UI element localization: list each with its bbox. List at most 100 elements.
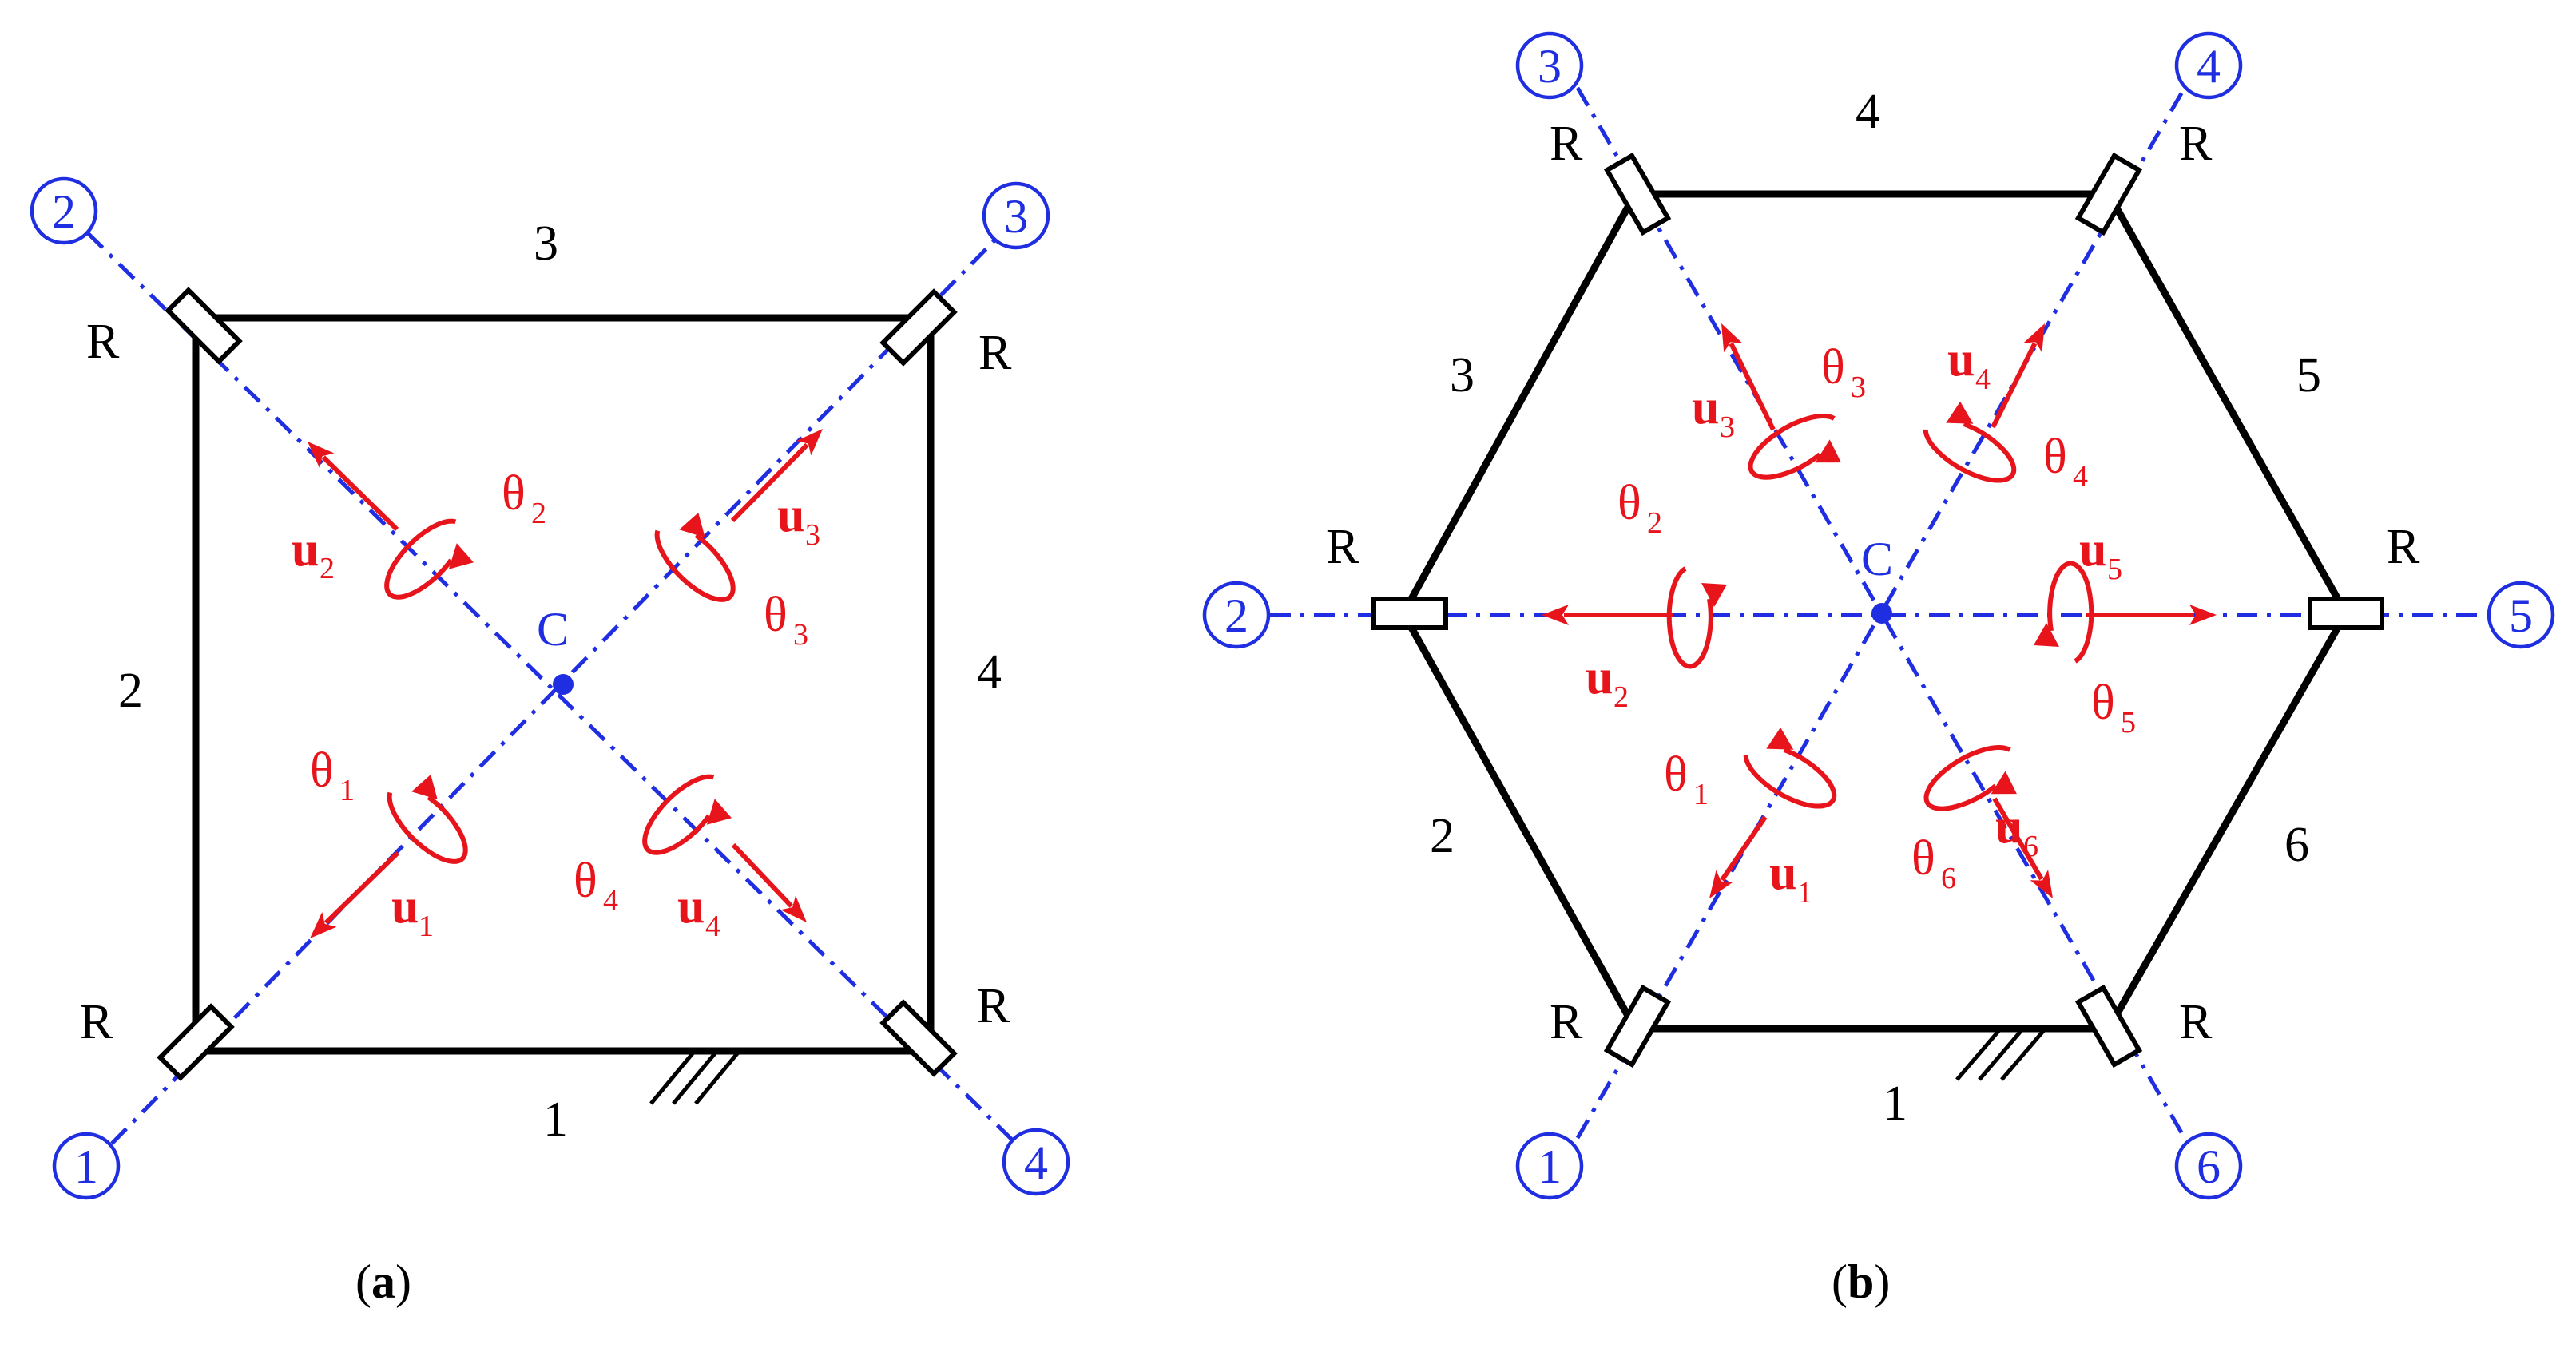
svg-text:u: u [777, 488, 804, 542]
theta-rotation-1 [387, 775, 468, 864]
theta-rotation-3 [1748, 413, 1841, 480]
svg-text:5: 5 [2107, 553, 2122, 586]
edge-label-1: 1 [1883, 1076, 1907, 1131]
center-label: C [1861, 533, 1893, 585]
theta-rotation-4 [642, 774, 732, 855]
svg-text:3: 3 [1851, 371, 1866, 404]
svg-text:4: 4 [603, 884, 618, 918]
svg-text:u: u [677, 879, 705, 934]
joint-label-r: R [1550, 117, 1583, 171]
edge-label-6: 6 [2284, 818, 2309, 872]
svg-text:3: 3 [805, 518, 820, 552]
u-label-1: u 1 [391, 879, 434, 943]
theta-label-6: θ 6 [1911, 831, 1956, 895]
svg-text:u: u [2079, 522, 2106, 577]
slider-joint-1 [1603, 984, 1672, 1068]
u-label-2: u 2 [1586, 650, 1629, 714]
svg-text:1: 1 [1538, 1140, 1562, 1193]
theta-label-3: θ 3 [764, 588, 808, 652]
svg-text:u: u [1586, 650, 1613, 704]
theta-label-4: θ 4 [2043, 430, 2088, 494]
theta-label-1: θ 1 [1664, 747, 1709, 811]
theta-rotation-2 [384, 518, 474, 600]
u-vector-6 [1992, 797, 2053, 898]
slider-joint-3 [879, 288, 958, 367]
ground-symbol [649, 1051, 740, 1105]
svg-text:u: u [1995, 799, 2022, 854]
edge-label-4: 4 [977, 645, 1002, 700]
square-frame [192, 314, 935, 1055]
figure-b-sliders [1371, 152, 2384, 1068]
svg-text:5: 5 [2509, 589, 2533, 642]
svg-text:θ: θ [1664, 747, 1688, 802]
svg-text:3: 3 [1004, 190, 1028, 243]
joint-label-r: R [2179, 995, 2213, 1049]
svg-text:1: 1 [1797, 876, 1812, 910]
u-vector-2 [308, 442, 399, 532]
u-label-2: u 2 [292, 522, 335, 585]
svg-text:2: 2 [320, 552, 335, 585]
svg-text:1: 1 [419, 910, 434, 943]
svg-text:θ: θ [1911, 831, 1935, 886]
slider-joint-2 [1371, 597, 1448, 630]
theta-label-1: θ 1 [310, 743, 355, 807]
svg-text:θ: θ [2043, 430, 2067, 484]
svg-text:u: u [292, 522, 319, 577]
theta-rotation-2 [1666, 566, 1727, 669]
svg-text:2: 2 [52, 185, 76, 238]
svg-text:θ: θ [502, 466, 526, 521]
axis-line-1-4 [1575, 86, 2187, 1140]
svg-text:6: 6 [1941, 862, 1956, 895]
figure-b-vectors [1542, 323, 2217, 898]
axis-line-3-6 [1575, 86, 2187, 1140]
svg-text:2: 2 [1613, 680, 1629, 714]
u-vector-2 [1542, 605, 1673, 625]
slider-joint-4 [879, 999, 958, 1077]
joint-label-r: R [86, 315, 120, 369]
u-label-4: u 4 [677, 879, 720, 943]
svg-text:4: 4 [1024, 1136, 1048, 1189]
slider-joint-5 [2308, 597, 2384, 630]
figure-b-axes [1270, 86, 2488, 1140]
theta-label-2: θ 2 [1617, 476, 1662, 540]
figure-a: C 1 2 3 4 R R R R 1 2 3 4 u 1 [30, 176, 1070, 1308]
slider-joint-3 [1603, 152, 1672, 236]
svg-text:2: 2 [1224, 589, 1248, 642]
u-vector-5 [2086, 605, 2217, 625]
theta-rotation-4 [1923, 401, 2017, 483]
slider-joint-1 [157, 1003, 235, 1081]
svg-text:θ: θ [1617, 476, 1641, 530]
svg-text:u: u [1947, 332, 1975, 387]
u-label-3: u 3 [1692, 380, 1735, 444]
joint-label-r: R [80, 995, 113, 1049]
svg-text:θ: θ [1821, 340, 1845, 394]
ground-symbol [1955, 1029, 2046, 1081]
node-marker-6: 6 [2174, 1132, 2243, 1200]
node-marker-2: 2 [30, 176, 98, 245]
axis-line-2-4 [86, 232, 1016, 1144]
svg-text:3: 3 [1720, 410, 1735, 444]
svg-text:4: 4 [705, 910, 720, 943]
theta-label-4: θ 4 [574, 854, 618, 918]
svg-text:5: 5 [2121, 706, 2136, 739]
node-marker-3: 3 [1515, 31, 1584, 100]
svg-text:u: u [1692, 380, 1719, 434]
svg-text:6: 6 [2197, 1140, 2221, 1193]
svg-text:θ: θ [310, 743, 334, 798]
theta-rotation-1 [1743, 727, 1837, 809]
u-label-4: u 4 [1947, 332, 1991, 396]
u-vector-3 [1721, 323, 1776, 431]
figure-a-axes [86, 232, 1016, 1145]
joint-label-r: R [978, 326, 1012, 380]
svg-text:1: 1 [1693, 778, 1709, 811]
u-label-1: u 1 [1769, 846, 1812, 910]
u-label-3: u 3 [777, 488, 820, 552]
u-vector-1 [310, 850, 400, 938]
svg-text:4: 4 [2073, 460, 2088, 494]
svg-text:θ: θ [574, 854, 597, 908]
figure-a-sliders [157, 287, 958, 1081]
center-point [553, 674, 574, 695]
svg-text:u: u [391, 879, 419, 934]
theta-label-2: θ 2 [502, 466, 546, 530]
